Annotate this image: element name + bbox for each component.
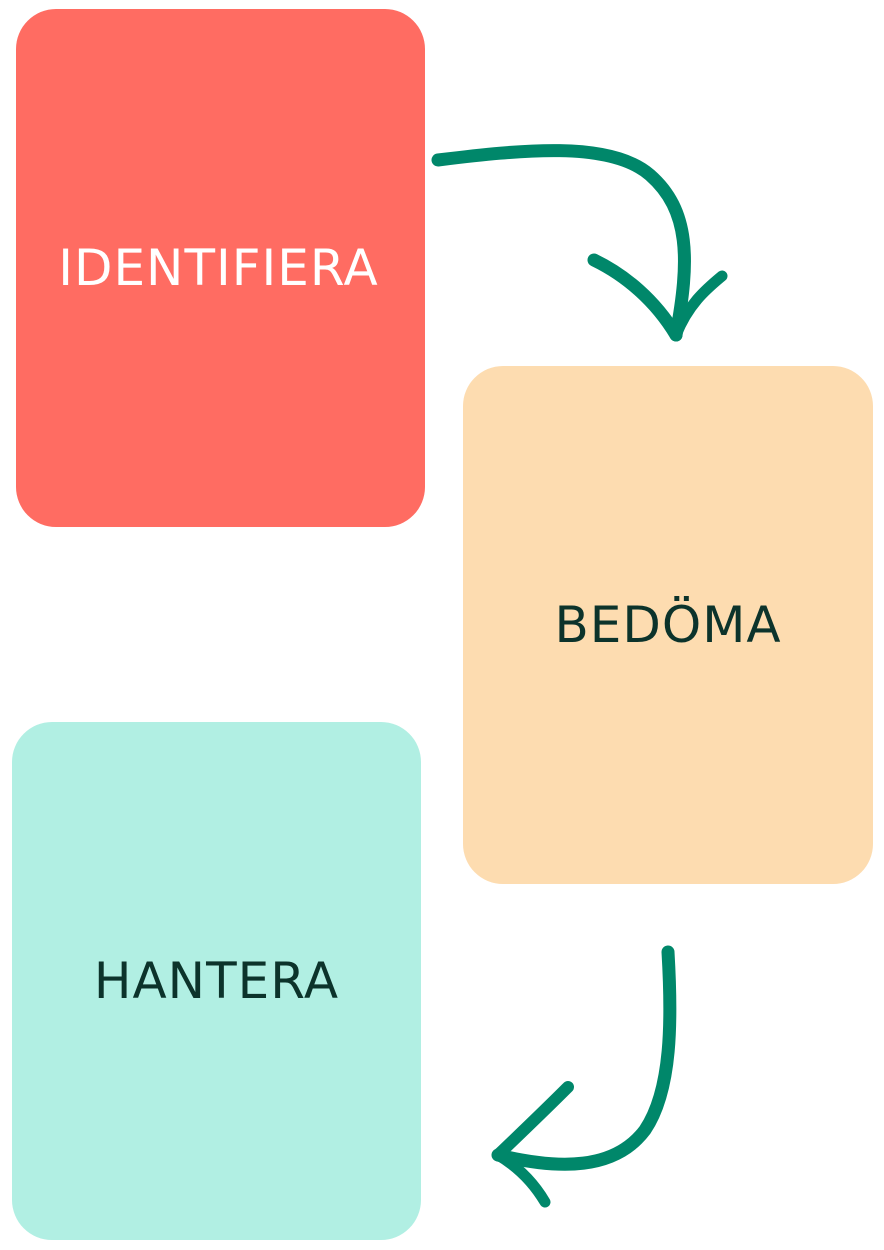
arrow-assess-to-handle-icon: [491, 945, 677, 1208]
step-label-assess: BEDÖMA: [554, 596, 782, 654]
step-card-assess: BEDÖMA: [463, 366, 873, 884]
step-card-identify: IDENTIFIERA: [16, 9, 425, 527]
step-label-identify: IDENTIFIERA: [58, 239, 379, 297]
step-card-handle: HANTERA: [12, 722, 421, 1240]
arrow-identify-to-assess-icon: [431, 144, 728, 342]
step-label-handle: HANTERA: [93, 952, 340, 1010]
